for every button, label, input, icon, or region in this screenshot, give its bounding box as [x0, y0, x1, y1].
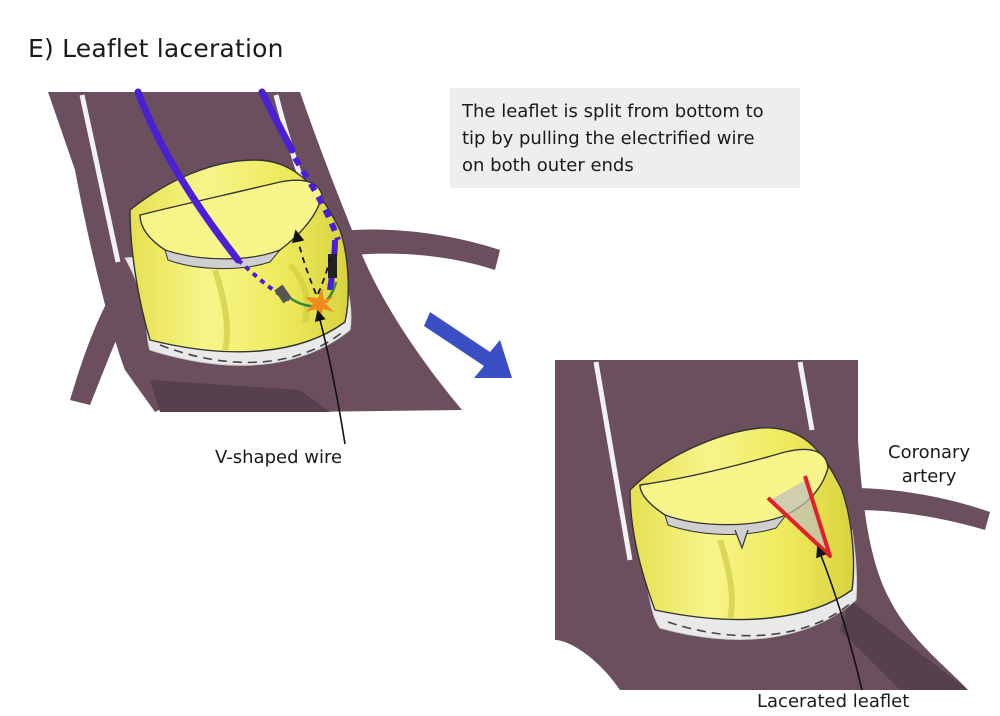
transition-arrow — [424, 312, 512, 378]
left-valve-illustration — [48, 88, 500, 445]
catheter-wire-left — [134, 88, 242, 264]
description-line: on both outer ends — [462, 155, 634, 176]
v-wire-pointer — [314, 309, 346, 445]
description-line: tip by pulling the electrified wire — [462, 128, 755, 149]
description-box: The leaflet is split from bottom to tip … — [450, 88, 800, 188]
spark-icon — [305, 288, 334, 320]
figure-title: E) Leaflet laceration — [28, 34, 284, 63]
coronary-artery-right — [852, 488, 990, 530]
description-line: The leaflet is split from bottom to — [462, 101, 764, 122]
laceration-cut — [766, 475, 832, 558]
v-wire-label: V-shaped wire — [215, 447, 343, 468]
split-direction-arrow — [292, 229, 317, 295]
catheter-wire-right — [258, 88, 296, 154]
lacerated-leaflet-label: Lacerated leaflet — [757, 691, 910, 712]
coronary-artery-label: Coronary artery — [888, 441, 970, 489]
coronary-label-line: artery — [901, 466, 957, 487]
right-valve-illustration — [555, 360, 990, 691]
coronary-label-line: Coronary — [888, 442, 971, 463]
lacerated-leaflet-pointer — [816, 545, 863, 691]
